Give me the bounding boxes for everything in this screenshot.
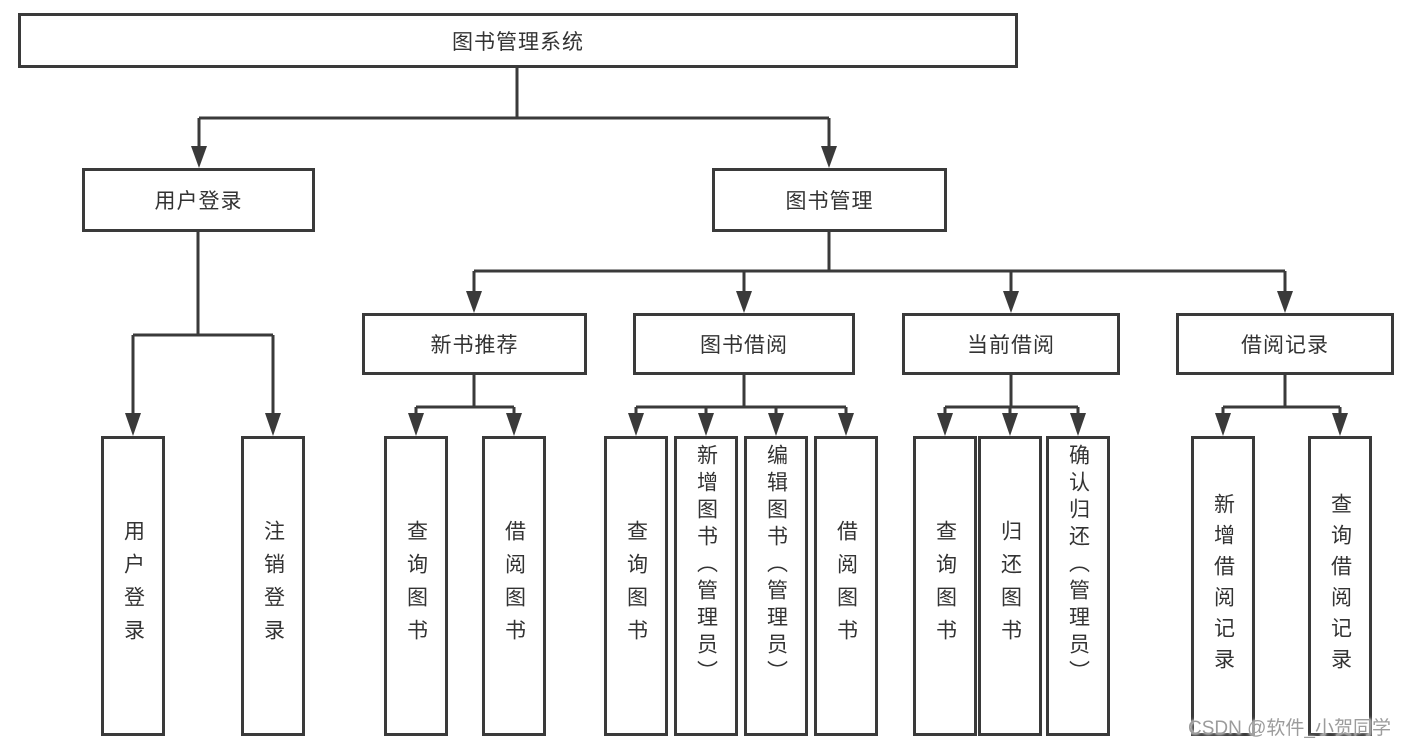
- node-return-books: 归还图书: [978, 436, 1042, 736]
- node-query-books-current: 查询图书: [913, 436, 977, 736]
- node-query-borrow-record: 查询借阅记录: [1308, 436, 1372, 736]
- leaf-label: 查询图书: [624, 520, 648, 652]
- leaf-label: 借阅图书: [834, 520, 858, 652]
- node-edit-books-admin: 编辑图书（管理员）: [744, 436, 808, 736]
- node-new-book-recommendation: 新书推荐: [362, 313, 587, 375]
- node-library-management-system: 图书管理系统: [18, 13, 1018, 68]
- leaf-label: 查询图书: [933, 520, 957, 652]
- node-confirm-return-admin: 确认归还（管理员）: [1046, 436, 1110, 736]
- node-add-borrow-record: 新增借阅记录: [1191, 436, 1255, 736]
- leaf-label: 编辑图书（管理员）: [764, 444, 788, 687]
- node-user-login: 用户登录: [82, 168, 315, 232]
- node-borrow-books: 借阅图书: [814, 436, 878, 736]
- leaf-label: 查询借阅记录: [1328, 493, 1352, 679]
- leaf-label: 确认归还（管理员）: [1066, 444, 1090, 687]
- leaf-label: 新增借阅记录: [1211, 493, 1235, 679]
- node-logout: 注销登录: [241, 436, 305, 736]
- node-borrow-books-rec: 借阅图书: [482, 436, 546, 736]
- leaf-label: 新增图书（管理员）: [694, 444, 718, 687]
- node-book-borrowing: 图书借阅: [633, 313, 855, 375]
- leaf-label: 注销登录: [261, 520, 285, 652]
- arrowheads: [125, 146, 1348, 436]
- node-user-login-action: 用户登录: [101, 436, 165, 736]
- node-add-books-admin: 新增图书（管理员）: [674, 436, 738, 736]
- leaf-label: 查询图书: [404, 520, 428, 652]
- node-borrowing-records: 借阅记录: [1176, 313, 1394, 375]
- node-query-books-rec: 查询图书: [384, 436, 448, 736]
- node-book-management: 图书管理: [712, 168, 947, 232]
- watermark-text: CSDN @软件_小贺同学: [1188, 718, 1391, 739]
- leaf-label: 归还图书: [998, 520, 1022, 652]
- leaf-label: 借阅图书: [502, 520, 526, 652]
- node-query-books-borrow: 查询图书: [604, 436, 668, 736]
- leaf-label: 用户登录: [121, 520, 145, 652]
- node-current-borrowing: 当前借阅: [902, 313, 1120, 375]
